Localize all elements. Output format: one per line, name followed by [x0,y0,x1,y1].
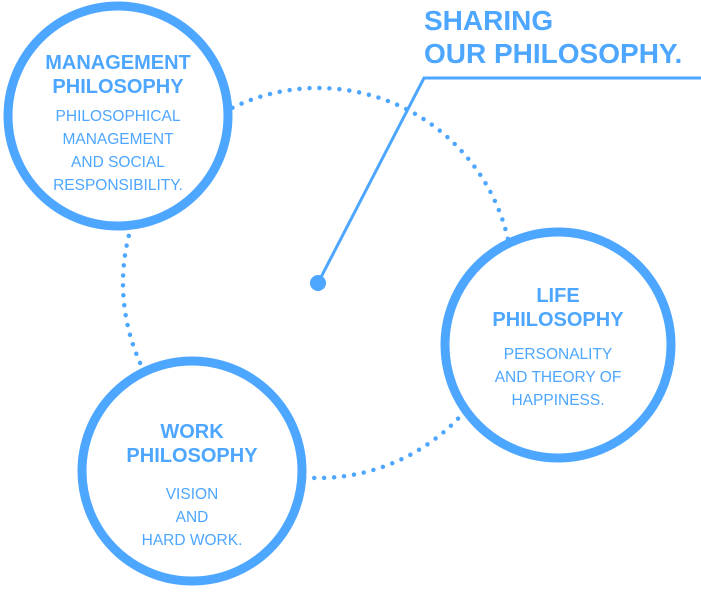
node-text: MANAGEMENT [62,131,174,148]
title-line-2: OUR PHILOSOPHY. [424,38,682,69]
management-philosophy-node: MANAGEMENT PHILOSOPHY PHILOSOPHICAL MANA… [3,1,233,231]
node-heading: PHILOSOPHY [492,309,624,331]
node-heading: LIFE [536,285,579,307]
life-philosophy-node: LIFE PHILOSOPHY PERSONALITY AND THEORY O… [440,227,676,463]
node-heading: WORK [160,421,224,443]
node-text: VISION [166,486,219,503]
work-philosophy-node: WORK PHILOSOPHY VISION AND HARD WORK. [77,356,307,586]
node-heading: PHILOSOPHY [126,445,258,467]
node-text: AND [176,509,209,526]
node-text: PHILOSOPHICAL [56,108,181,125]
node-text: RESPONSIBILITY. [53,177,183,194]
center-dot [310,275,326,291]
node-text: HARD WORK. [142,532,243,549]
node-text: AND THEORY OF [495,369,622,386]
callout-line [316,76,701,284]
node-text: HAPPINESS. [511,392,604,409]
node-text: PERSONALITY [504,346,613,363]
node-text: AND SOCIAL [71,154,165,171]
title-line-1: SHARING [424,5,553,36]
node-heading: MANAGEMENT [45,52,191,74]
node-heading: PHILOSOPHY [52,76,184,98]
